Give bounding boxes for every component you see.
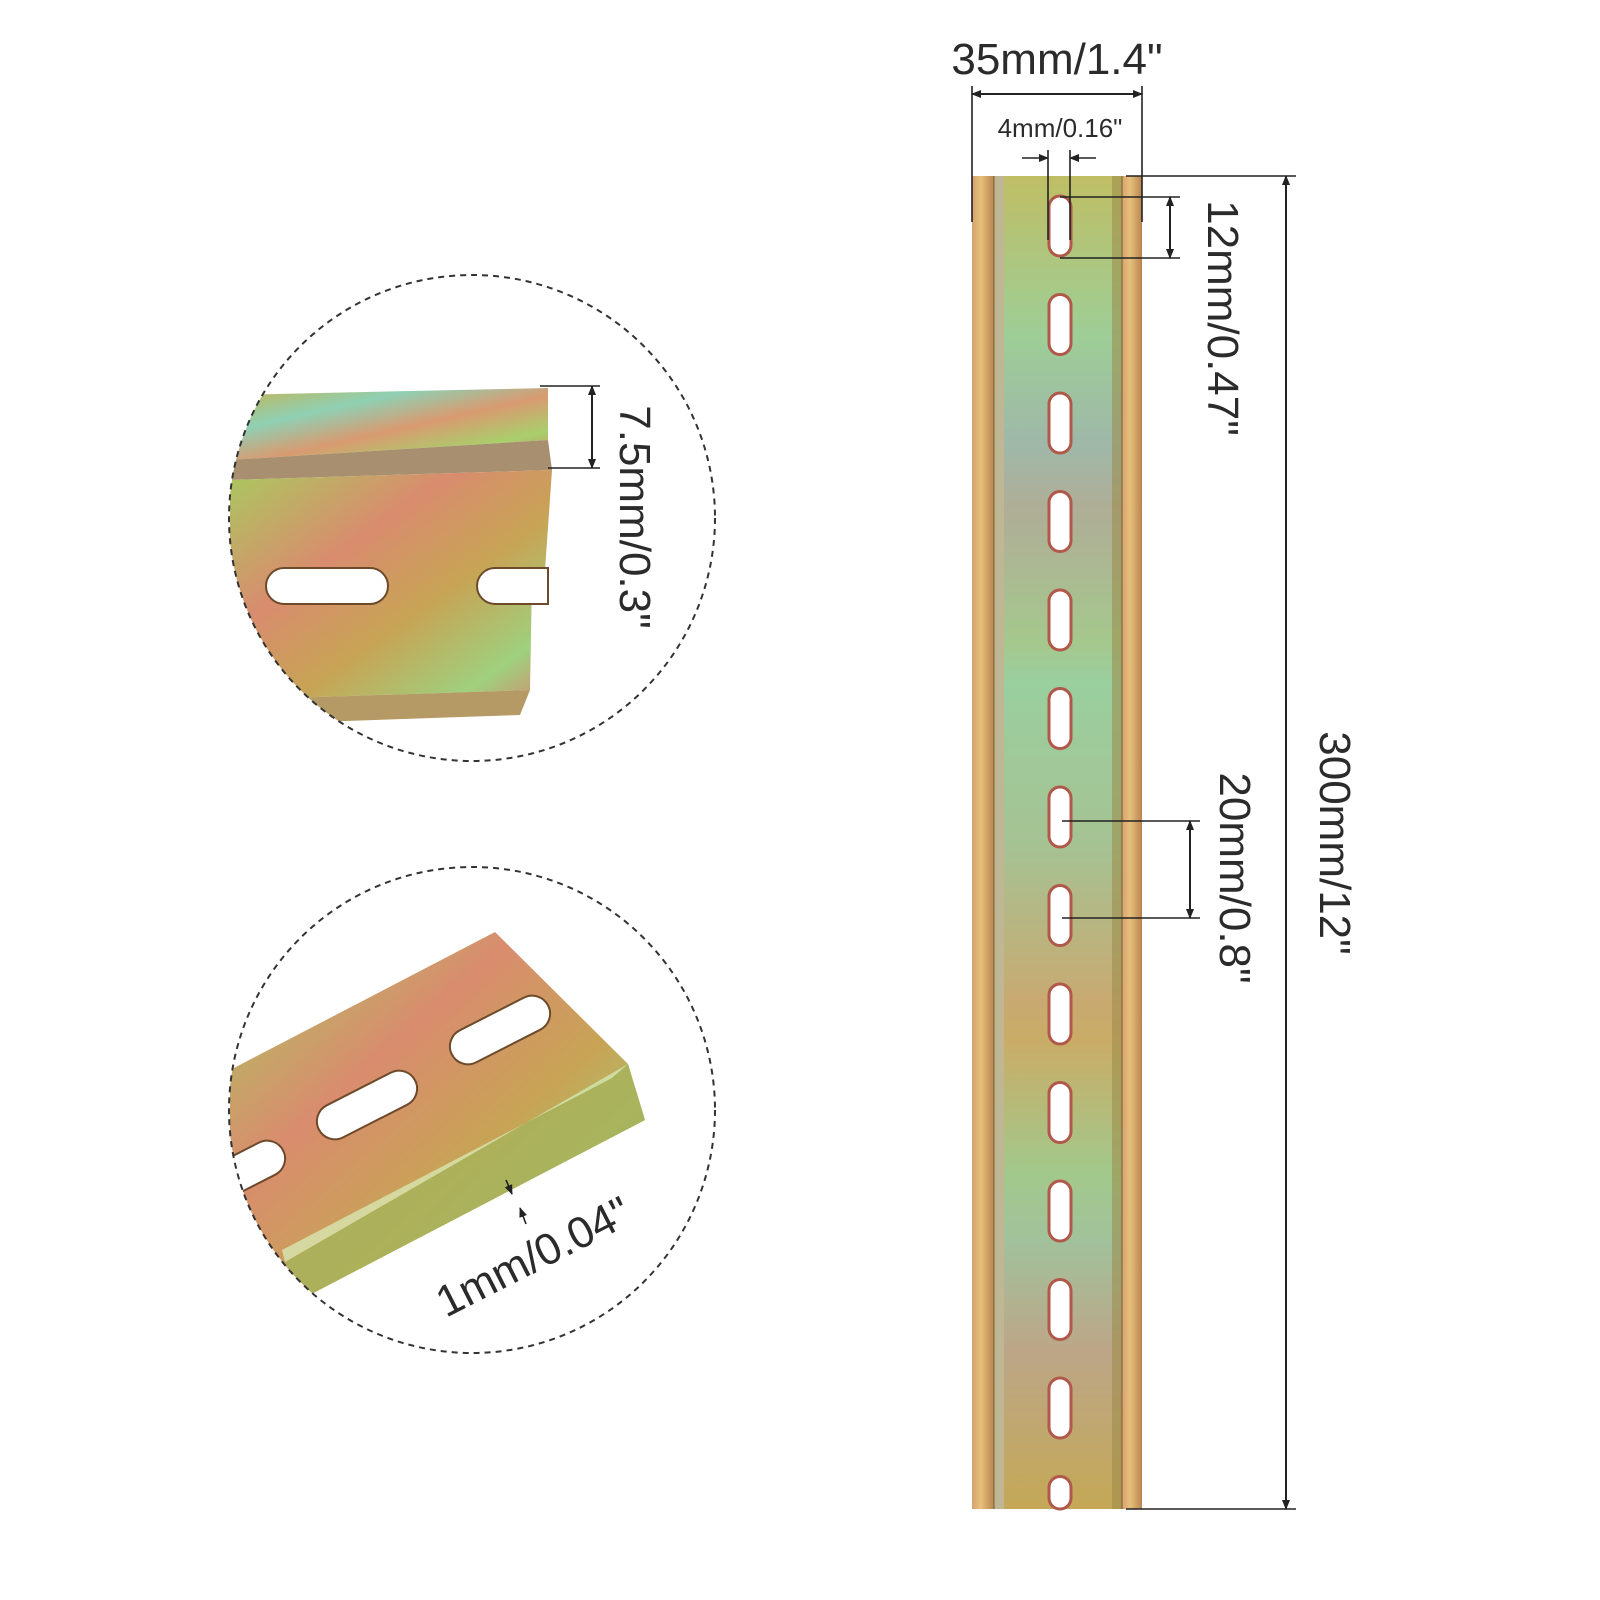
rail-slot: [1047, 1475, 1073, 1511]
rail-slot: [1047, 1081, 1073, 1144]
rail-left-flange: [972, 176, 994, 1509]
rail-left-fold: [994, 176, 1004, 1509]
slot-length-dimension: 12mm/0.47": [1060, 196, 1247, 436]
rail-slot: [1047, 785, 1073, 849]
total-length-label: 300mm/12": [1310, 731, 1359, 955]
zoom-thickness: 1mm/0.04": [228, 866, 716, 1354]
width-dimension: 35mm/1.4": [951, 35, 1163, 222]
rail-slot: [1047, 1278, 1073, 1341]
zoom-flange-depth: 7.5mm/0.3": [228, 274, 716, 762]
rail-slot: [1047, 1376, 1073, 1440]
width-label: 35mm/1.4": [951, 35, 1162, 84]
slot-pitch-label: 20mm/0.8": [1210, 772, 1259, 983]
slot-pitch-dimension: 20mm/0.8": [1062, 772, 1259, 984]
rail-slot: [1047, 194, 1073, 258]
rail-slot: [1047, 490, 1073, 553]
rail-slots: [1047, 194, 1073, 1511]
zoom1-web: [230, 470, 552, 700]
rail-slot: [1047, 391, 1073, 455]
rail-right-flange: [1122, 176, 1142, 1509]
rail-right-fold: [1112, 176, 1122, 1509]
zoom1-slot: [265, 567, 389, 605]
flange-depth-label: 7.5mm/0.3": [610, 405, 659, 628]
rail-slot: [1047, 293, 1073, 356]
rail-slot: [1047, 982, 1073, 1046]
rail-slot: [1047, 884, 1073, 947]
slot-width-label: 4mm/0.16": [998, 113, 1123, 143]
slot-width-dimension: 4mm/0.16": [998, 113, 1123, 240]
zoom2-circle: [228, 866, 716, 1354]
zoom1-top-flange: [230, 388, 548, 460]
rail-slot: [1047, 687, 1073, 750]
rail-slot: [1047, 1179, 1073, 1243]
slot-length-label: 12mm/0.47": [1198, 200, 1247, 436]
rail-slot: [1047, 588, 1073, 652]
din-rail: [972, 176, 1142, 1511]
total-length-dimension: 300mm/12": [1126, 175, 1359, 1510]
zoom2-slot-2: [315, 1069, 419, 1141]
zoom1-circle: [228, 274, 716, 762]
zoom2-slot-1: [448, 994, 552, 1066]
